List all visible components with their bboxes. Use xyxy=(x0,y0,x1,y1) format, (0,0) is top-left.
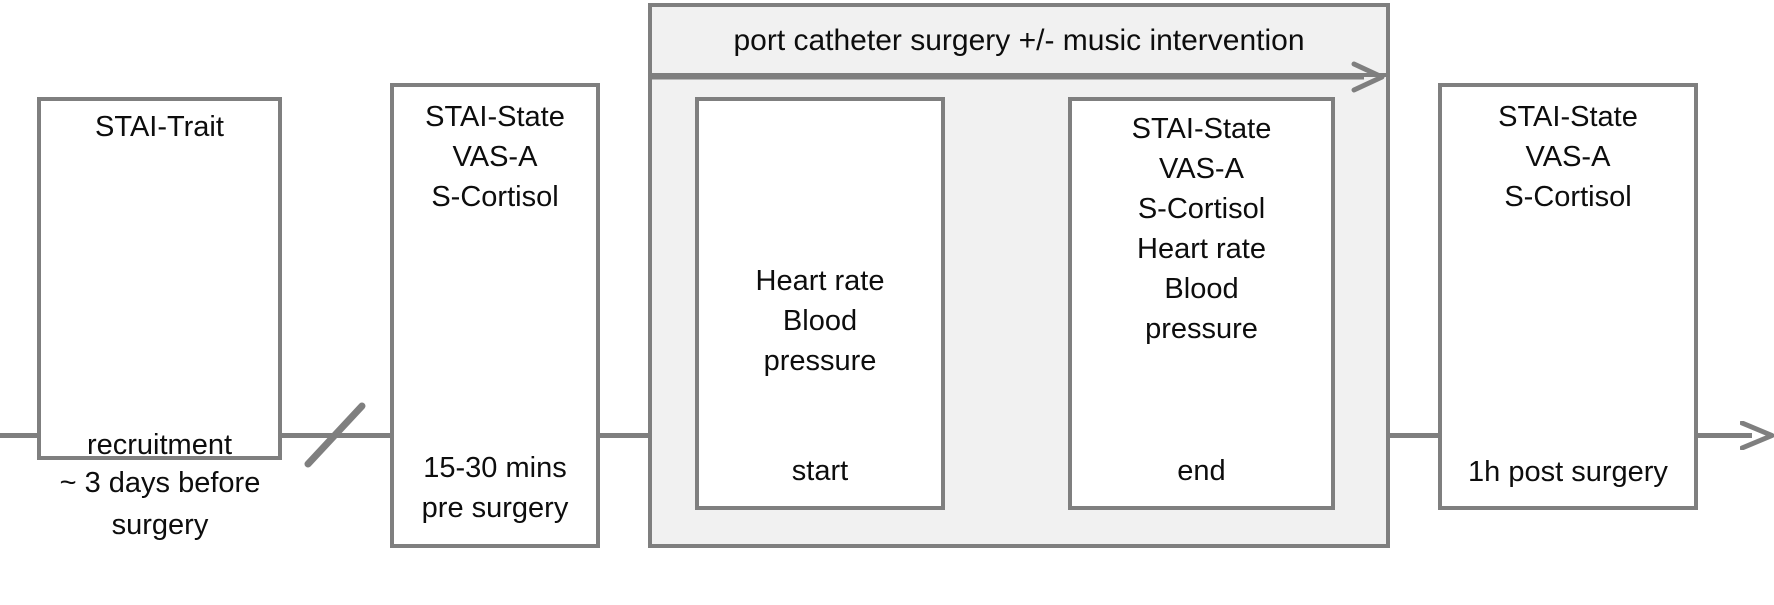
recruitment-caption: ~ 3 days before surgery xyxy=(10,462,310,546)
timepoint-label-pre-surgery-line2: pre surgery xyxy=(421,492,569,524)
timepoint-label-end: end xyxy=(1177,455,1226,487)
surgery-header: port catheter surgery +/- music interven… xyxy=(652,7,1386,77)
measure-s-cortisol: S-Cortisol xyxy=(1504,181,1632,213)
measure-pressure: pressure xyxy=(1145,313,1258,345)
timepoint-box-post-surgery[interactable]: STAI-State VAS-A S-Cortisol 1h post surg… xyxy=(1438,83,1698,510)
timeline-break-icon xyxy=(304,402,366,468)
measure-stai-state: STAI-State xyxy=(1131,113,1272,145)
measure-s-cortisol: S-Cortisol xyxy=(431,181,559,213)
measure-vas-a: VAS-A xyxy=(452,141,538,173)
timepoint-box-pre-surgery[interactable]: STAI-State VAS-A S-Cortisol 15-30 mins p… xyxy=(390,83,600,548)
measure-heart-rate: Heart rate xyxy=(755,265,885,297)
measure-vas-a: VAS-A xyxy=(1525,141,1611,173)
measure-heart-rate: Heart rate xyxy=(1137,233,1266,265)
timepoint-box-recruitment[interactable]: STAI-Trait recruitment xyxy=(37,97,282,461)
timepoint-label-pre-surgery-line1: 15-30 mins xyxy=(423,452,567,484)
measure-stai-state: STAI-State xyxy=(1498,101,1638,133)
timeline-arrowhead-icon xyxy=(1740,421,1774,450)
surgery-header-label: port catheter surgery +/- music interven… xyxy=(733,23,1305,57)
measure-stai-state: STAI-State xyxy=(425,101,565,133)
measure-blood: Blood xyxy=(782,305,858,337)
measure-pressure: pressure xyxy=(763,345,877,377)
measure-s-cortisol: S-Cortisol xyxy=(1137,193,1266,225)
measure-blood: Blood xyxy=(1164,273,1239,305)
measure-vas-a: VAS-A xyxy=(1159,153,1244,185)
timepoint-box-surgery-end[interactable]: STAI-State VAS-A S-Cortisol Heart rate B… xyxy=(1068,97,1335,510)
timepoint-box-surgery-start[interactable]: Heart rate Blood pressure start xyxy=(695,97,945,510)
recruitment-caption-line1: ~ 3 days before xyxy=(59,467,261,499)
measure-stai-trait: STAI-Trait xyxy=(95,111,224,143)
timepoint-label-post-surgery: 1h post surgery xyxy=(1468,456,1668,488)
recruitment-caption-line2: surgery xyxy=(111,509,209,541)
timepoint-label-recruitment: recruitment xyxy=(86,429,233,461)
timepoint-label-start: start xyxy=(791,455,849,487)
